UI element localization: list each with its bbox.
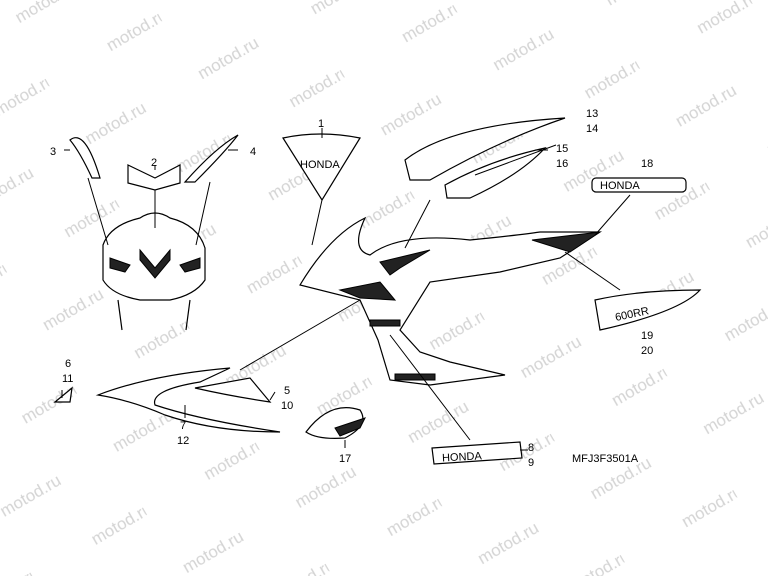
svg-text:14: 14	[586, 123, 598, 135]
svg-text:17: 17	[339, 453, 351, 465]
svg-text:8: 8	[528, 442, 534, 454]
svg-text:2: 2	[151, 157, 157, 169]
decal-13	[404, 117, 566, 181]
svg-text:15: 15	[556, 143, 568, 155]
svg-text:5: 5	[284, 385, 290, 397]
svg-text:19: 19	[641, 330, 653, 342]
decal-1: HONDA	[282, 133, 361, 202]
leader-lines	[61, 128, 631, 451]
svg-text:16: 16	[556, 158, 568, 170]
decal-2	[127, 164, 181, 191]
svg-text:HONDA: HONDA	[300, 159, 340, 171]
decal-8: HONDA	[431, 441, 523, 465]
svg-text:4: 4	[250, 146, 256, 158]
decal-7	[95, 367, 281, 433]
svg-text:6: 6	[65, 358, 71, 370]
svg-text:3: 3	[50, 146, 56, 158]
svg-text:9: 9	[528, 457, 534, 469]
decal-5	[194, 377, 272, 403]
svg-text:12: 12	[177, 435, 189, 447]
svg-text:18: 18	[641, 158, 653, 170]
decal-3	[69, 137, 101, 179]
svg-text:1: 1	[318, 118, 324, 130]
decal-6	[53, 386, 73, 403]
decal-4	[183, 134, 239, 183]
decal-19: 600RR	[594, 289, 702, 331]
decal-15	[444, 147, 547, 199]
svg-text:7: 7	[180, 420, 186, 432]
side-fairing	[299, 216, 603, 386]
svg-text:HONDA: HONDA	[442, 450, 483, 464]
svg-text:10: 10	[281, 400, 293, 412]
svg-text:20: 20	[641, 345, 653, 357]
decal-18: HONDA	[591, 177, 687, 193]
decal-17	[305, 407, 366, 439]
front-cowl	[102, 212, 206, 331]
svg-text:13: 13	[586, 108, 598, 120]
svg-text:HONDA: HONDA	[600, 180, 640, 192]
diagram-code: MFJ3F3501A	[572, 453, 639, 465]
svg-text:11: 11	[62, 373, 73, 385]
